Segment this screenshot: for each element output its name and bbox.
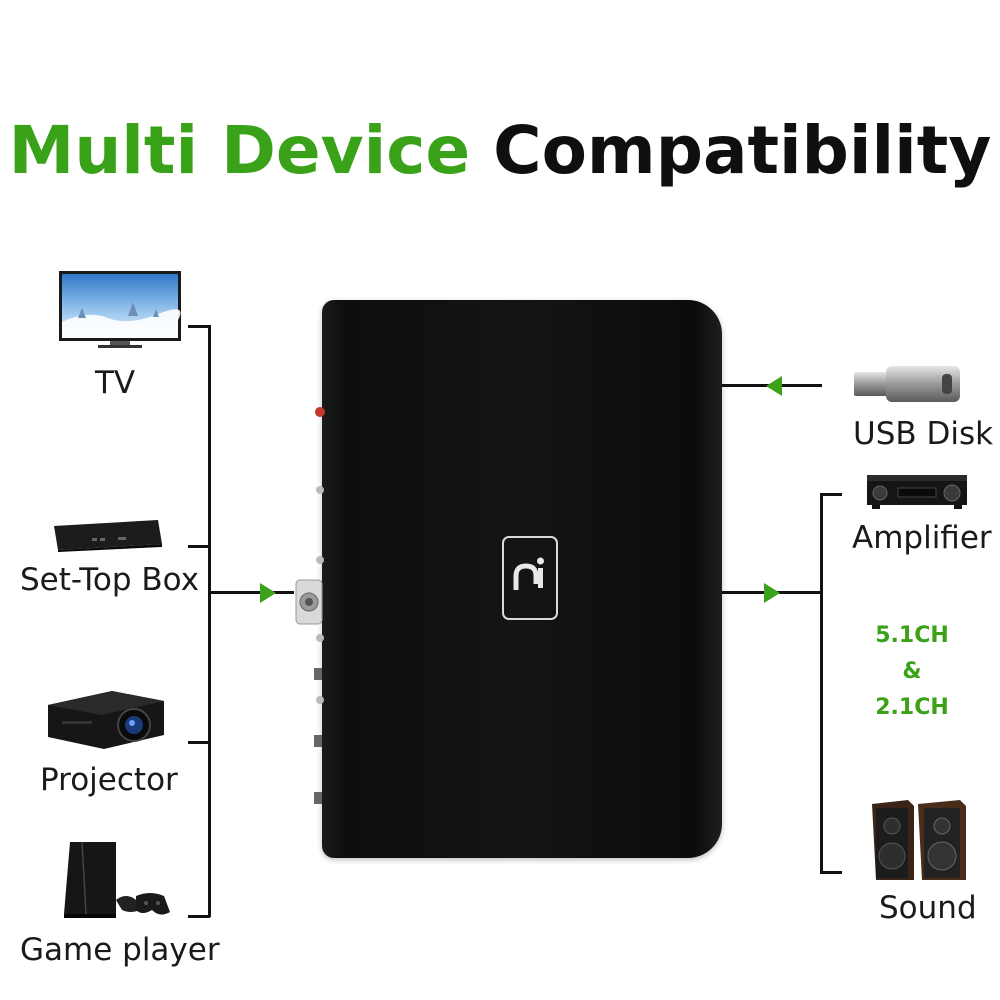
set-top-box-icon (54, 520, 162, 552)
usb-disk-icon (854, 366, 960, 402)
output-arrow-icon (764, 583, 780, 603)
input-connector-line (210, 591, 294, 594)
spec-2-1ch: 2.1CH (875, 695, 949, 720)
page-title: Multi Device Compatibility (0, 112, 1000, 189)
usb-disk-label: USB Disk (853, 416, 994, 452)
tv-icon (59, 271, 181, 348)
title-rest: Compatibility (493, 112, 992, 189)
right-bracket-vertical (820, 493, 823, 873)
audio-decoder-device (322, 300, 722, 858)
right-tick-amplifier (820, 493, 842, 496)
usb-arrow-icon (766, 376, 782, 396)
set-top-box-label: Set-Top Box (20, 562, 200, 598)
projector-label: Projector (40, 762, 178, 798)
title-accent: Multi Device (8, 112, 471, 189)
sound-label: Sound (879, 890, 977, 926)
speaker-icon (872, 800, 966, 880)
left-bracket-vertical (208, 325, 211, 917)
spec-ampersand: & (902, 659, 922, 684)
left-tick-tv (188, 325, 210, 328)
channel-specs: 5.1CH & 2.1CH (852, 618, 972, 726)
device-logo-icon (502, 536, 558, 620)
projector-icon (48, 691, 164, 749)
left-tick-stb (188, 545, 210, 548)
input-arrow-icon (260, 583, 276, 603)
amplifier-label: Amplifier (852, 520, 992, 556)
game-console-icon (64, 841, 170, 918)
spec-5-1ch: 5.1CH (875, 623, 949, 648)
right-tick-sound (820, 871, 842, 874)
tv-label: TV (95, 365, 136, 401)
device-side-ports (295, 407, 325, 804)
left-tick-projector (188, 741, 210, 744)
left-tick-game (188, 915, 210, 918)
amplifier-icon (867, 475, 967, 509)
game-player-label: Game player (20, 932, 220, 968)
